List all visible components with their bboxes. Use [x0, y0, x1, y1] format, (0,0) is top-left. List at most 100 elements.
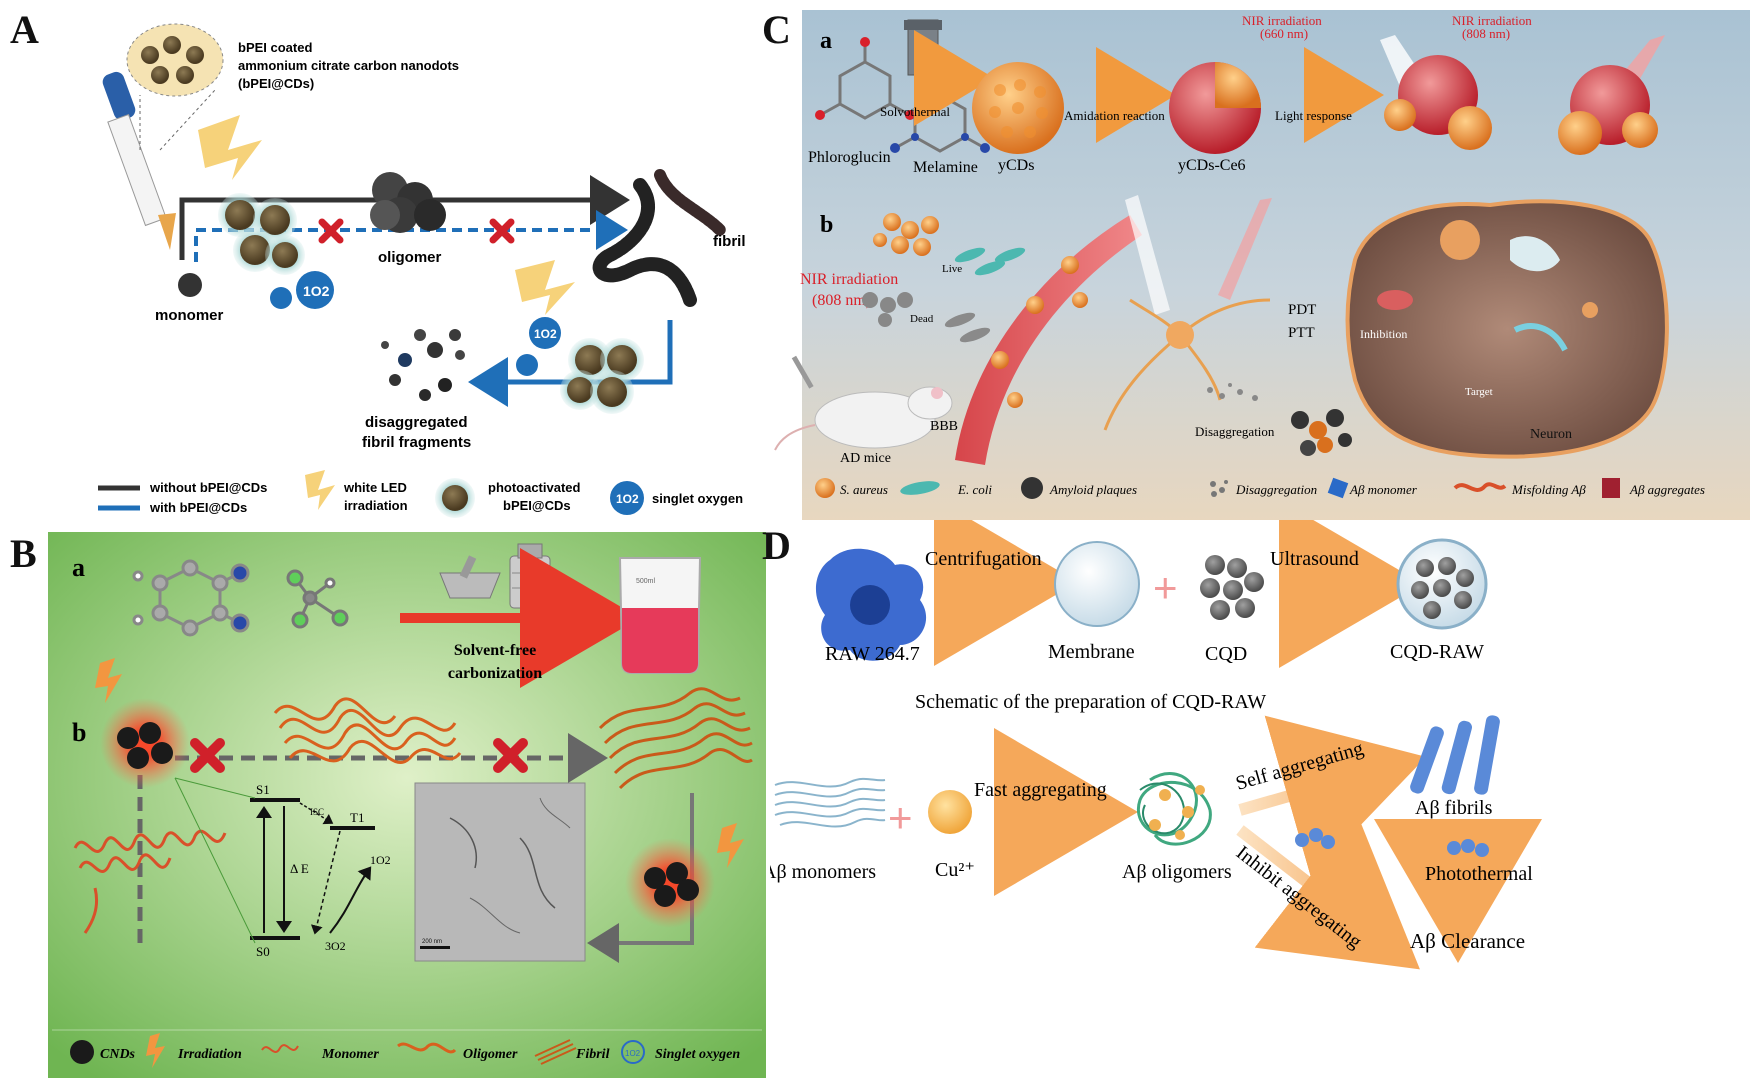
monomer-label: monomer — [155, 307, 224, 324]
fast-agg-label: Fast aggregating — [974, 779, 1107, 801]
ad-mice-label: AD mice — [840, 451, 891, 466]
plus-1: + — [1153, 564, 1178, 611]
disaggregation-dots — [1207, 383, 1258, 401]
cd-zoom-bubble — [126, 23, 224, 151]
legend-led-2: irradiation — [344, 498, 408, 513]
panel-d: D RAW 264.7 Centrifugation Membrane — [762, 498, 1750, 1082]
bbb-label: BBB — [930, 419, 958, 434]
panel-c-sub-b: b — [820, 212, 833, 238]
legend-c-ecoli: E. coli — [957, 482, 992, 497]
amidation-label: Amidation reaction — [1064, 108, 1165, 123]
legend-oligomer-icon — [397, 1042, 457, 1054]
solvothermal-label: Solvothermal — [880, 104, 950, 119]
cqd-cluster — [1200, 555, 1264, 620]
oligomer-label: oligomer — [378, 249, 442, 266]
legend-with: with bPEI@CDs — [149, 500, 247, 515]
panel-b-sub-a: a — [72, 553, 85, 582]
panel-c-sub-a: a — [820, 28, 832, 54]
disaggregation-label: Disaggregation — [1195, 424, 1275, 439]
fibril-shape — [592, 169, 726, 307]
connector-2 — [174, 777, 256, 944]
nir-left-label-1: NIR irradiation — [800, 271, 898, 288]
molecule-icon-2 — [286, 569, 349, 629]
ab-oligomers-icon — [1136, 772, 1212, 846]
panel-b: B a — [0, 528, 770, 1082]
nir-808-label-1: NIR irradiation — [1452, 13, 1532, 28]
cd-cluster — [218, 193, 305, 275]
schematic-caption: Schematic of the preparation of CQD-RAW — [915, 691, 1266, 713]
panel-b-diagram: a Solven — [48, 532, 766, 1078]
legend-b-o2: 1O2 — [625, 1049, 641, 1058]
nir-660-label-1: NIR irradiation — [1242, 13, 1322, 28]
bacteria-cluster — [862, 213, 1026, 343]
neuron-body — [1166, 321, 1194, 349]
legend-b-oligomer: Oligomer — [463, 1047, 518, 1062]
nir-808-label-2: (808 nm) — [1462, 26, 1510, 41]
legend-b-singlet: Singlet oxygen — [655, 1047, 740, 1062]
tem-scale: 200 nm — [422, 939, 442, 945]
cd-label-3: (bPEI@CDs) — [238, 76, 314, 91]
arrow-self-aggregating — [1238, 715, 1427, 878]
aggregate-particles — [1291, 409, 1352, 456]
ab-fibrils-icon — [1410, 715, 1500, 795]
ce6-label: Ce6 — [1110, 64, 1131, 79]
live-label: Live — [942, 263, 962, 275]
legend-singlet-b-icon — [621, 1040, 645, 1064]
cd-label-1: bPEI coated — [238, 40, 312, 55]
legend-b-monomer: Monomer — [321, 1047, 379, 1062]
solvent-label-1: Solvent-free — [454, 642, 536, 659]
melamine-label: Melamine — [913, 159, 978, 176]
neuron-label: Neuron — [1530, 427, 1572, 442]
membrane-icon — [1054, 541, 1140, 627]
cu-ion-icon — [928, 790, 972, 834]
clearance-label: Aβ Clearance — [1410, 929, 1525, 953]
plus-2: + — [888, 794, 913, 841]
cqd-raw-label: CQD-RAW — [1390, 641, 1484, 663]
laser-beam-3 — [1125, 195, 1170, 315]
raw-cell-icon — [815, 548, 927, 661]
legend-cd-icon — [442, 485, 468, 511]
panel-a-legend: without bPEI@CDs with bPEI@CDs white LED… — [98, 470, 743, 518]
centrifugation-label: Centrifugation — [925, 548, 1042, 570]
legend-misfolding-icon — [1453, 482, 1507, 492]
lightning-icon-2 — [515, 260, 575, 315]
legend-c-plaques: Amyloid plaques — [1049, 482, 1137, 497]
jab-o2-singlet: 1O2 — [370, 853, 391, 867]
singlet-oxygen-icon-2 — [529, 317, 561, 349]
blood-vessel — [955, 215, 1142, 465]
cnd-cluster-1 — [100, 698, 190, 788]
monomer-helix — [73, 829, 227, 934]
monomer-icon — [178, 273, 202, 297]
connector-1 — [174, 777, 256, 799]
cnd-cluster-2 — [625, 838, 715, 928]
legend-aggregates-icon — [1602, 478, 1620, 498]
raw-label: RAW 264.7 — [825, 643, 920, 665]
ycds-dots — [989, 79, 1048, 138]
ultrasound-label: Ultrasound — [1270, 548, 1359, 570]
legend-irradiation-icon — [146, 1033, 165, 1068]
path-b-return — [587, 793, 694, 963]
fibril-fragments — [381, 329, 465, 401]
cqd-label: CQD — [1205, 643, 1247, 665]
phloroglucin-molecule — [815, 37, 915, 120]
legend-led-1: white LED — [343, 480, 407, 495]
legend-b-fibril: Fibril — [575, 1047, 610, 1062]
dropper-icon — [102, 71, 176, 250]
fibril-ribbon — [598, 687, 753, 790]
panel-a-label: A — [10, 7, 39, 52]
block-x-icon-1 — [318, 218, 344, 244]
legend-without: without bPEI@CDs — [149, 480, 267, 495]
photothermal-particles — [1447, 839, 1489, 857]
legend-singlet-icon — [610, 481, 644, 515]
ab-oligomers-label: Aβ oligomers — [1122, 861, 1232, 883]
dead-label: Dead — [910, 313, 934, 325]
nir-left-label-2: (808 nm) — [812, 292, 871, 309]
legend-plaques-icon — [1021, 477, 1043, 499]
cd-cluster-2 — [560, 338, 644, 414]
cqd-raw-icon — [1396, 538, 1488, 630]
path-disaggregation — [468, 320, 673, 407]
fragments-label-1: disaggregated — [365, 414, 468, 431]
legend-disagg-icon — [1210, 480, 1228, 497]
inhibit-particles — [1295, 828, 1335, 849]
panel-c: C a — [762, 0, 1750, 522]
